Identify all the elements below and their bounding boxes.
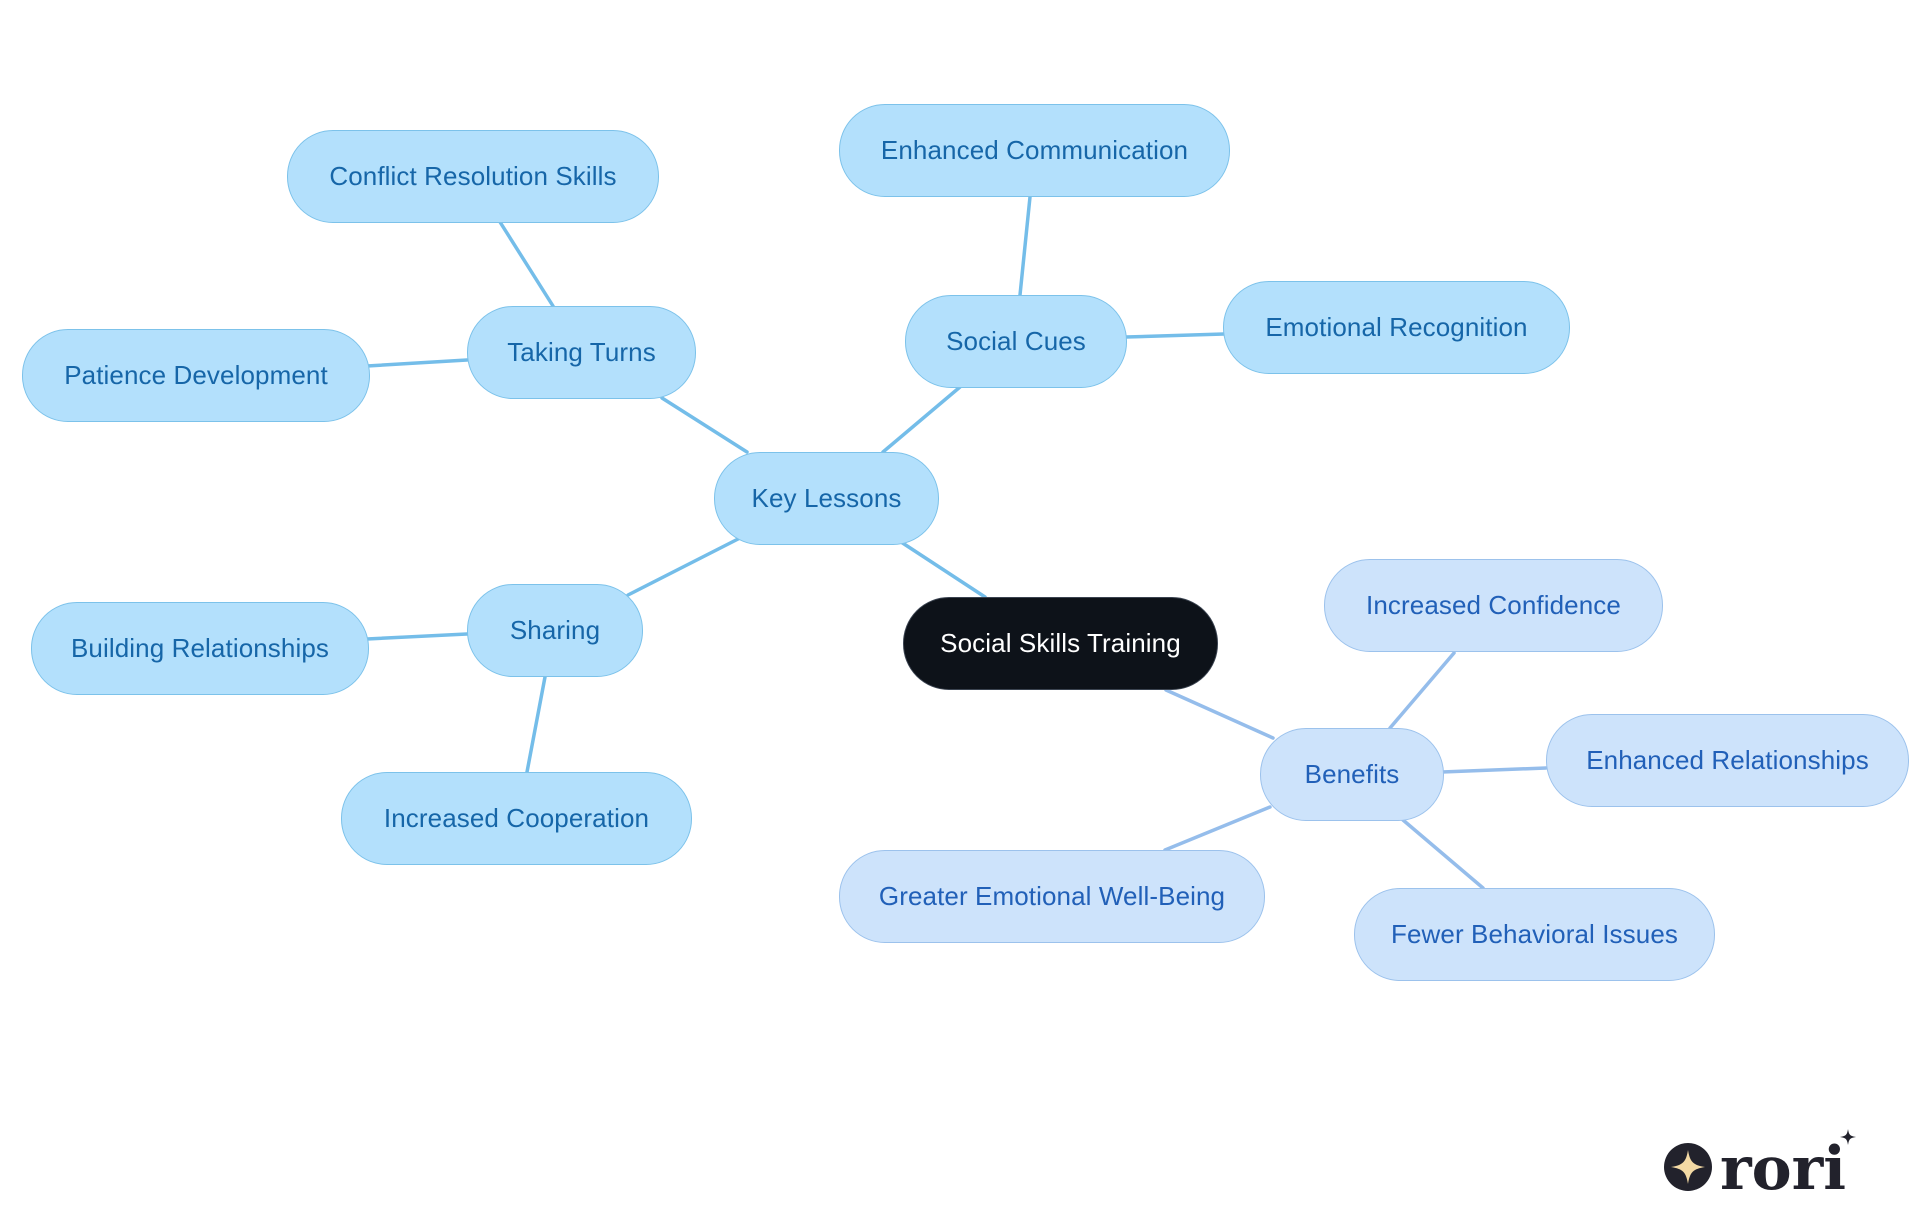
increased-confidence-node: Increased Confidence	[1324, 559, 1663, 652]
patience-development-node: Patience Development	[22, 329, 370, 422]
edge-social-cues-emotional	[1124, 332, 1226, 339]
fewer-behavioral-issues-node: Fewer Behavioral Issues	[1354, 888, 1715, 981]
logo-wordmark: rori	[1720, 1134, 1846, 1195]
conflict-resolution-skills-node: Conflict Resolution Skills	[287, 130, 659, 223]
enhanced-relationships-node: Enhanced Relationships	[1546, 714, 1909, 807]
edge-taking-turns-conflict	[498, 220, 555, 308]
sharing-node: Sharing	[467, 584, 643, 677]
edge-social-cues-communication	[1018, 195, 1032, 297]
edge-root-key-lessons	[896, 538, 987, 599]
root-node: Social Skills Training	[903, 597, 1218, 690]
edge-benefits-wellbeing	[1163, 805, 1272, 852]
building-relationships-node: Building Relationships	[31, 602, 369, 695]
taking-turns-node: Taking Turns	[467, 306, 696, 399]
edge-benefits-confidence	[1388, 651, 1456, 730]
sparkle-icon	[1664, 1143, 1712, 1191]
increased-cooperation-node: Increased Cooperation	[341, 772, 692, 865]
benefits-node: Benefits	[1260, 728, 1444, 821]
edge-key-lessons-sharing	[626, 536, 742, 597]
greater-emotional-well-being-node: Greater Emotional Well-Being	[839, 850, 1265, 943]
edge-root-benefits	[1164, 688, 1275, 740]
emotional-recognition-node: Emotional Recognition	[1223, 281, 1570, 374]
rori-logo: rori	[1664, 1129, 1856, 1195]
edge-benefits-relationships	[1440, 766, 1548, 774]
edge-sharing-building	[365, 632, 469, 641]
edge-sharing-cooperation	[525, 675, 547, 774]
social-cues-node: Social Cues	[905, 295, 1127, 388]
edge-key-lessons-taking-turns	[660, 396, 749, 454]
edge-key-lessons-social-cues	[881, 385, 962, 454]
key-lessons-node: Key Lessons	[714, 452, 939, 545]
enhanced-communication-node: Enhanced Communication	[839, 104, 1230, 197]
edge-taking-turns-patience	[365, 358, 469, 368]
edge-benefits-behavioral	[1401, 818, 1485, 890]
